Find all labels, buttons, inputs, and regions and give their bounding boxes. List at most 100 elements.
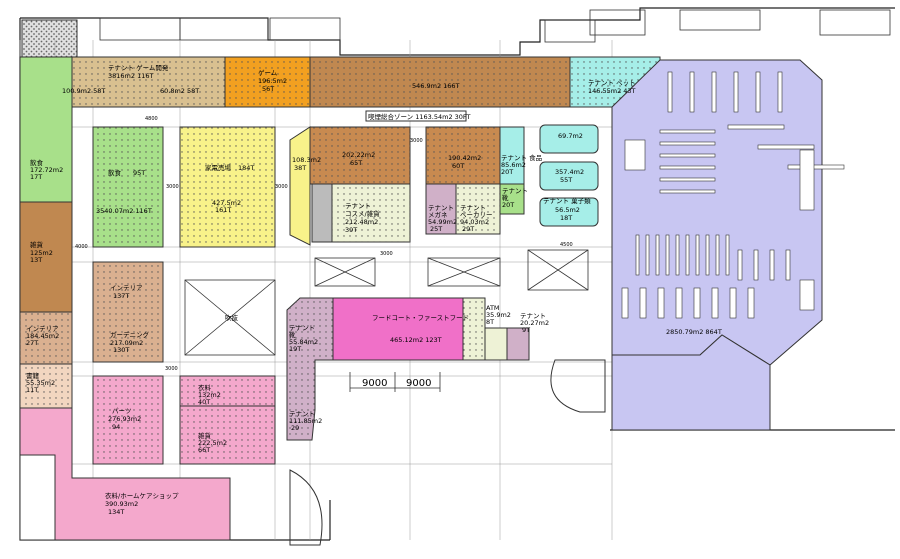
brown-strip-dots [310, 57, 570, 107]
shelf [725, 234, 730, 276]
label-tenant-mauve-lower: テナント [289, 410, 315, 418]
label-left-peach-seats: 27T [26, 339, 38, 347]
shelf [667, 71, 673, 113]
label-atm-area: 35.9m2 [486, 311, 511, 319]
supermarket [611, 59, 823, 366]
label-interior-sub: ガーデニング [110, 330, 150, 339]
dim-3000-b: 3000 [275, 184, 288, 190]
label-void: 吹抜 [225, 313, 239, 322]
dim-4500: 4500 [560, 242, 573, 248]
label-green-block: 飲食 [108, 168, 122, 177]
stairs-mid [311, 183, 333, 243]
label-cyan-top: 69.7m2 [558, 132, 583, 140]
ramp-right [550, 359, 606, 413]
label-mauve-tenant-seats: 25T [430, 225, 442, 233]
label-pink-right-area: 222.5m2 [198, 439, 227, 447]
dim-9000-b: 9000 [406, 378, 431, 389]
brown-mid-dots [310, 127, 410, 184]
label-green-block-area: 3540.07m2 116T [96, 207, 152, 215]
label-tenant-mid-seats: 39T [345, 226, 357, 234]
pink-right-dots [180, 406, 275, 464]
label-green-tenant-sub: ベーカリー [460, 211, 493, 219]
label-tenant-small2: テナント [520, 312, 546, 320]
label-small-tenant-seats: 20T [502, 201, 514, 209]
label-tenant-game: テナント ゲーム開発 [108, 63, 169, 72]
label-pink-right-seats: 66T [198, 446, 210, 454]
tenant-small2-block [484, 327, 508, 361]
shelf [711, 71, 717, 113]
shelf [624, 139, 646, 171]
label-tenant-mauve-lower-area: 111.85m2 [289, 417, 322, 425]
supermarket-lower [611, 334, 771, 431]
label-yellow-block-area: 427.5m2 [212, 199, 241, 207]
tenant-mauve-left-dots [287, 298, 333, 440]
supermarket-shelves [621, 71, 845, 319]
cyan-top [539, 124, 599, 154]
shelf [729, 287, 737, 319]
left-green-tenant [19, 56, 73, 203]
label-small-tenant: テナント [502, 187, 528, 195]
label-interior-seats: 137T [113, 292, 129, 300]
label-tenant-cyan-area: 85.6m2 [501, 161, 526, 169]
label-game-block-seats: 56T [262, 85, 274, 93]
label-mauve-tenant-sub: メガネ [428, 210, 448, 219]
void-area [184, 249, 589, 356]
label-pink-bottom-seats: 134T [108, 508, 124, 516]
label-green-tenant: テナント [460, 204, 486, 212]
shelf [785, 249, 791, 281]
label-strip-left: 100.9m2 58T [62, 87, 105, 95]
shelf [769, 249, 775, 281]
label-left-small-seats: 11T [26, 386, 38, 394]
tenant-game-zone-dots [55, 57, 225, 107]
pink-right-top-dots [180, 376, 275, 406]
label-left-green: 飲食 [30, 158, 44, 167]
food-court [332, 297, 464, 361]
label-tenant-mauve-left: テナント [289, 324, 315, 332]
label-yellow-small-seats: 38T [294, 164, 306, 172]
label-yellow-block-seats: 184T [238, 164, 254, 172]
label-pink-right-top-seats: 40T [198, 398, 210, 406]
shelf [621, 287, 629, 319]
label-tenant-game-area: 3816m2 116T [108, 72, 153, 80]
label-pink-left: パーツ [112, 407, 131, 415]
label-interior-area: 217.09m2 [110, 339, 143, 347]
left-peach-dots [20, 312, 72, 364]
shelf [675, 287, 683, 319]
shelf [635, 234, 640, 276]
label-brown-mid-seats: 65T [350, 159, 362, 167]
label-pink-right: 雑貨 [198, 431, 212, 440]
label-mauve-tenant-area: 54.99m2 [428, 218, 457, 226]
label-supermarket: 2850.79m2 864T [666, 328, 722, 336]
shelf [799, 149, 815, 211]
label-green-block-seats: 95T [133, 169, 145, 177]
shelf [659, 153, 716, 158]
label-tenant-small2-area: 20.27m2 [520, 319, 549, 327]
small-tenant [499, 183, 525, 215]
label-left-peach: インテリア [26, 325, 59, 333]
label-brown-mid: 202.22m2 [342, 151, 375, 159]
shelf [659, 165, 716, 170]
label-tenant-mid-area: 212.48m2 [345, 218, 378, 226]
label-left-small: 書籍 [26, 371, 40, 380]
shelf [727, 124, 785, 130]
shelf [693, 287, 701, 319]
shelf [757, 144, 815, 150]
label-pink-bottom-area: 390.93m2 [105, 500, 138, 508]
label-pink-left-area: 276.93m2 [108, 415, 141, 423]
shelf [787, 164, 845, 170]
shelf [705, 234, 710, 276]
dim-3000-c: 3000 [410, 138, 423, 144]
atm-dots [463, 298, 485, 360]
label-yellow-small: 108.3m2 [292, 156, 321, 164]
shelf [733, 71, 739, 113]
label-left-peach-area: 184.45m2 [26, 332, 59, 340]
service-rooms [99, 9, 891, 43]
label-tenant-mauve-left-sub: 靴 [289, 330, 296, 339]
shelf [777, 71, 783, 113]
label-left-brown-area: 125m2 [30, 249, 53, 257]
green-tenant-dots [456, 184, 500, 234]
label-tenant-cyan-seats: 20T [501, 168, 513, 176]
label-tenant-mid-sub: コスメ/雑貨 [345, 209, 380, 218]
label-left-brown: 雑貨 [30, 240, 44, 249]
label-cyan-mid-seats: 55T [560, 176, 572, 184]
